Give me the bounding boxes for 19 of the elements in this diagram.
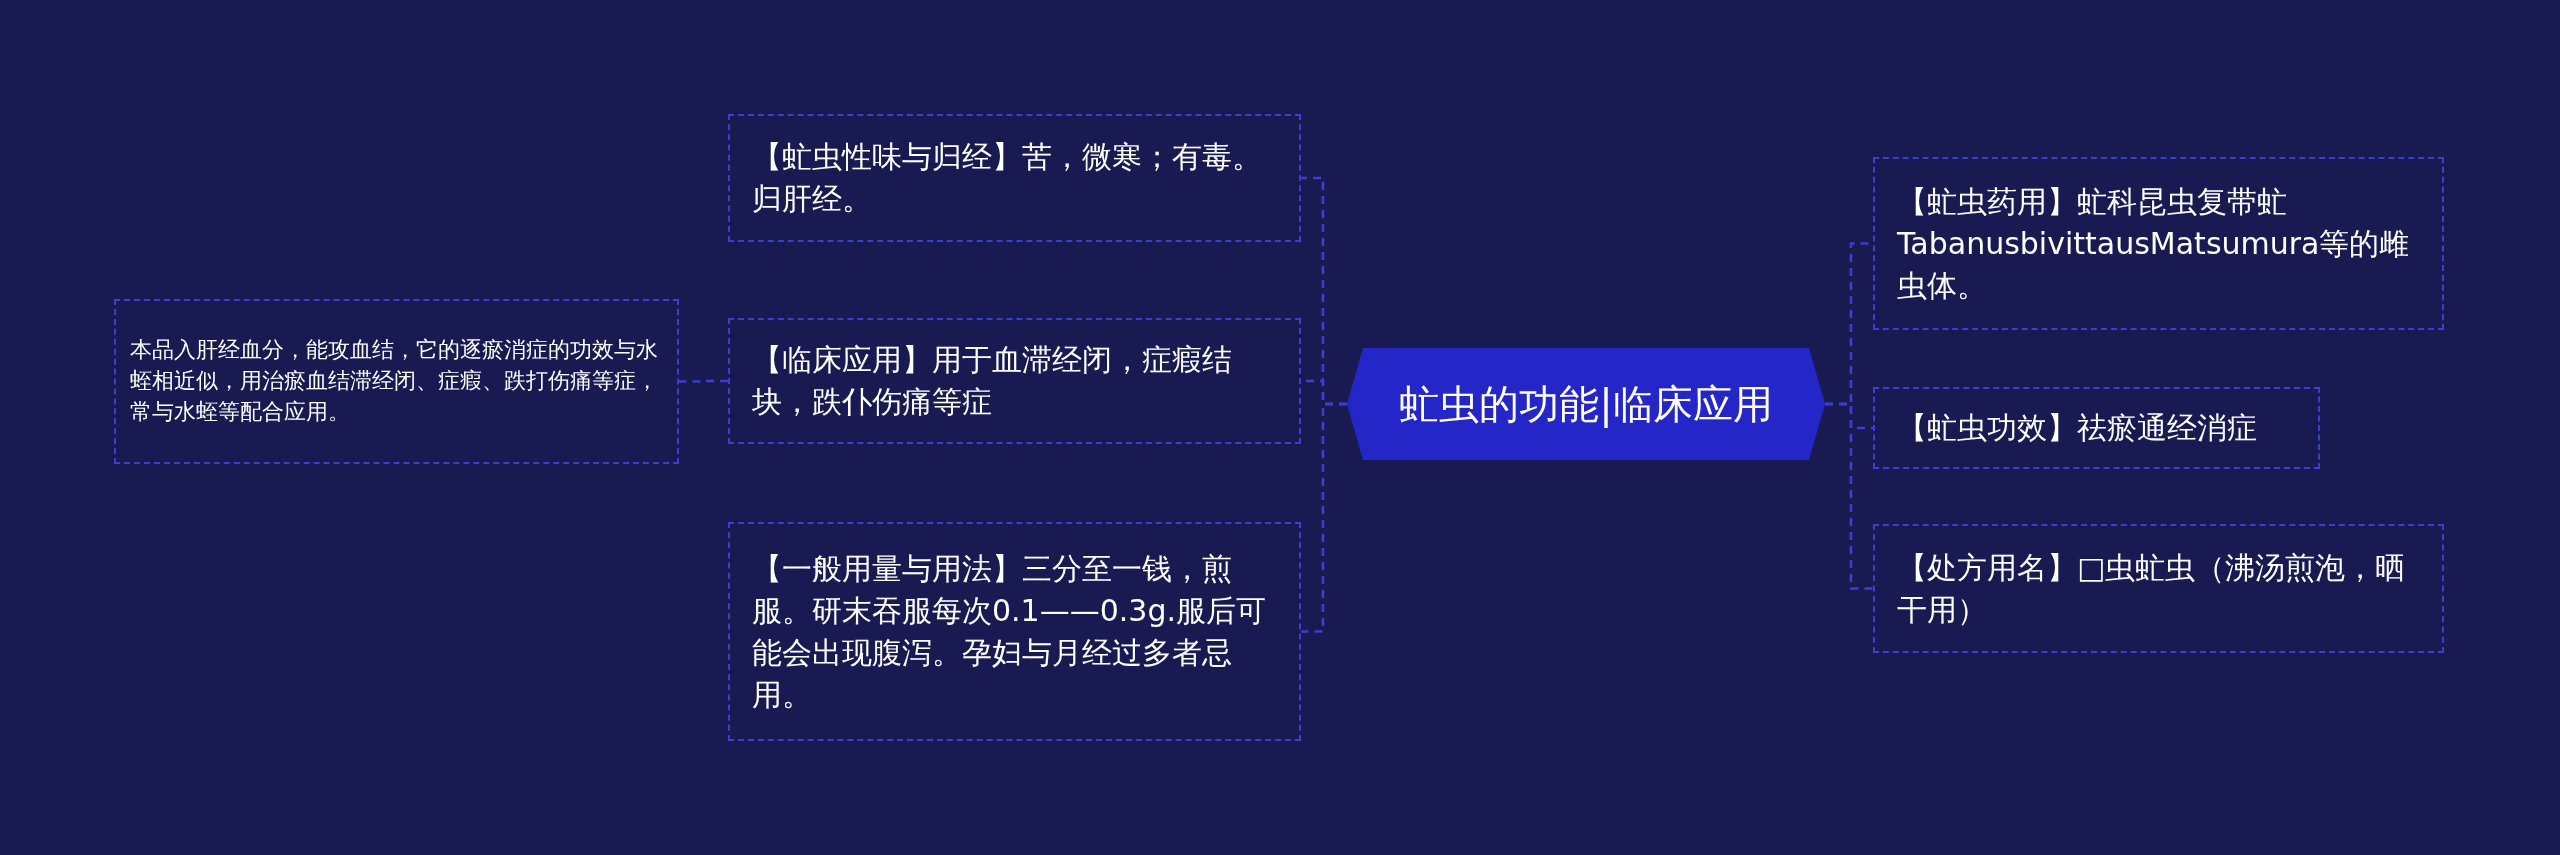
topic-box <box>114 299 679 464</box>
topic-text: 【虻虫功效】祛瘀通经消症 <box>1897 409 2257 447</box>
topic-title: 虻虫的功能|临床应用 <box>1399 379 1773 430</box>
topic-box <box>1873 387 2320 469</box>
topic-text: 【虻虫性味与归经】苦，微寒；有毒。归肝经。 <box>752 138 1263 218</box>
topic-box <box>728 522 1301 741</box>
topic-text: 本品入肝经血分，能攻血结，它的逐瘀消症的功效与水蛭相近似，用治瘀血结滞经闭、症瘕、跌打伤痛等症，常与水蛭等配合应用。 <box>130 336 659 426</box>
topic-text: 【一般用量与用法】三分至一钱，煎服。研末吞服每次0.1——0.3g.服后可能会出现腹泻。孕妇与月经过多者忌用。 <box>752 549 1267 714</box>
connector-line <box>679 379 728 383</box>
topic-box <box>1873 524 2444 653</box>
topic-box <box>1873 157 2444 330</box>
connector-line <box>1301 402 1347 633</box>
topic-box <box>728 318 1301 444</box>
connector-line <box>1825 402 1873 590</box>
topic-text: 【临床应用】用于血滞经闭，症瘕结块，跌仆伤痛等症 <box>752 341 1233 421</box>
topic-box <box>728 114 1301 242</box>
central-topic-hexagon <box>1347 348 1825 460</box>
topic-text: 【虻虫药用】虻科昆虫复带虻TabanusbivittausMatsumura等的雌虫体。 <box>1897 182 2411 305</box>
topic-text: 【处方用名】□虫虻虫（沸汤煎泡，晒干用） <box>1897 548 2407 629</box>
